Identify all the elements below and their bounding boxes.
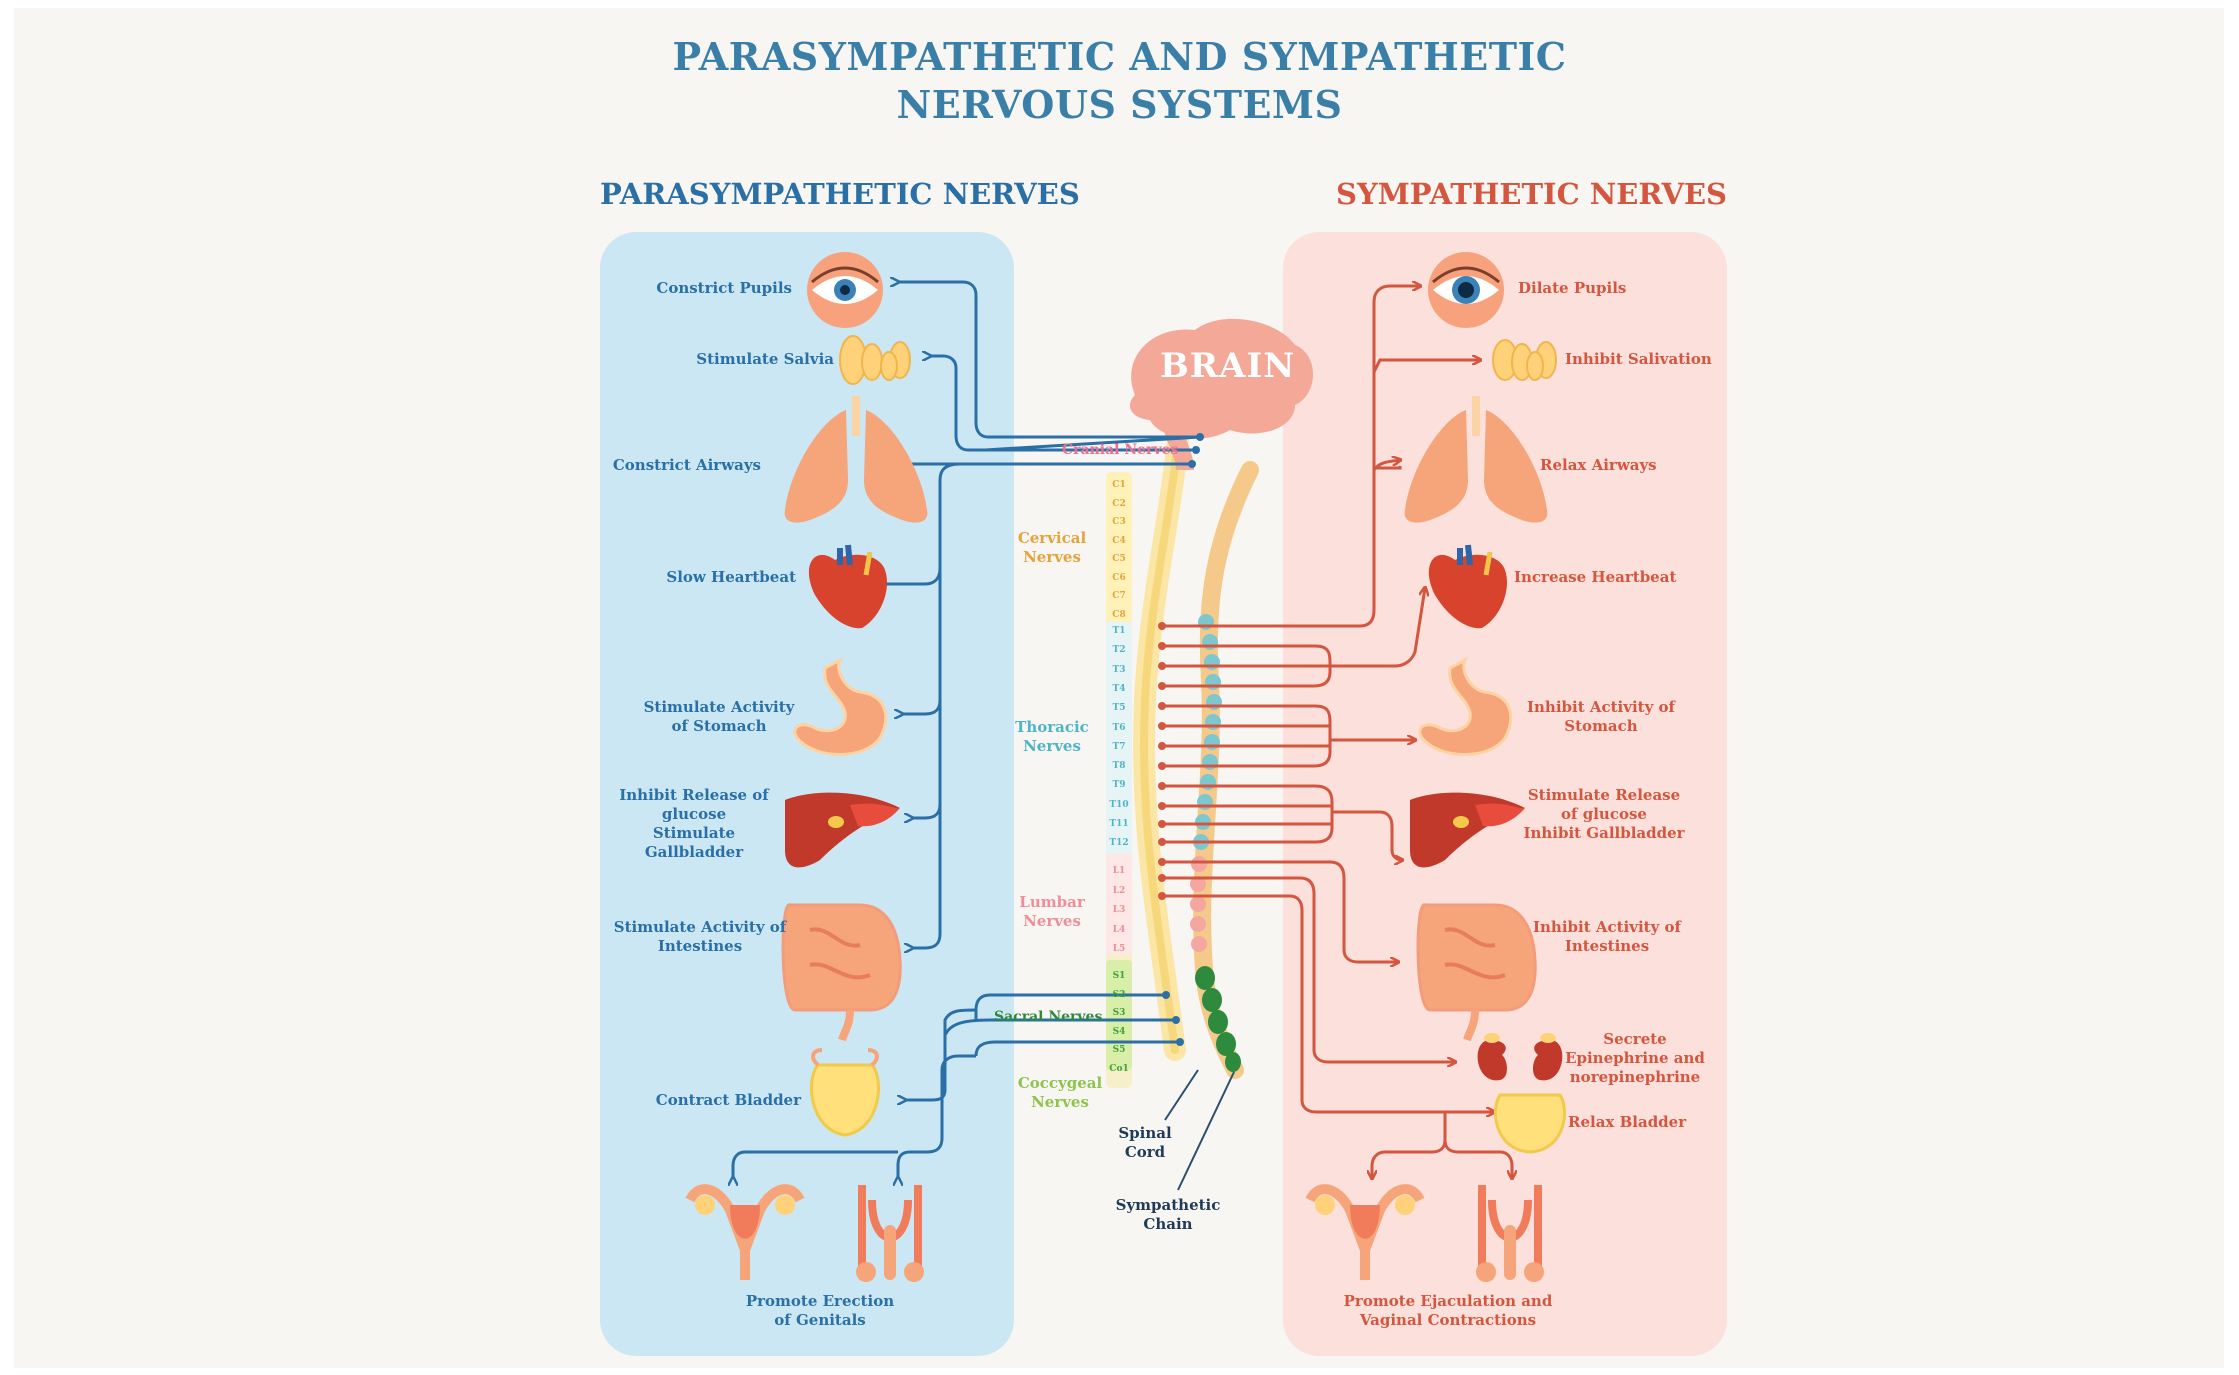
vertebra-label-t1: T1 (1107, 622, 1131, 641)
vertebra-label-t8: T8 (1107, 757, 1131, 776)
heart-icon (809, 545, 887, 628)
vertebra-label-c4: C4 (1107, 532, 1131, 551)
vertebra-label-t3: T3 (1107, 661, 1131, 680)
male-reproductive-icon-left (856, 1185, 924, 1282)
label-dilate-pupils: Dilate Pupils (1518, 279, 1626, 298)
liver-icon (1410, 793, 1525, 868)
label-sacral-nerves: Sacral Nerves (994, 1008, 1102, 1027)
adrenal-kidneys-icon (1478, 1033, 1563, 1080)
eye-icon (1428, 252, 1504, 328)
liver-icon (785, 793, 900, 868)
vertebra-label-s4: S4 (1107, 1023, 1131, 1042)
label-inhibit-stomach: Inhibit Activity of Stomach (1522, 698, 1680, 736)
vertebra-label-t7: T7 (1107, 738, 1131, 757)
stomach-icon (1420, 660, 1511, 755)
label-stimulate-glucose: Stimulate Release of glucose Inhibit Gal… (1518, 786, 1690, 843)
female-reproductive-icon-right (1310, 1189, 1420, 1280)
sympathetic-chain-pointer (1178, 1072, 1234, 1190)
bladder-icon (1495, 1095, 1564, 1152)
label-stimulate-intestines: Stimulate Activity of Intestines (612, 918, 788, 956)
label-promote-ejaculation: Promote Ejaculation and Vaginal Contract… (1328, 1292, 1568, 1330)
vertebra-label-l5: L5 (1107, 940, 1131, 959)
vertebra-label-s1: S1 (1107, 967, 1131, 986)
label-promote-erection: Promote Erection of Genitals (736, 1292, 904, 1330)
vertebra-label-t10: T10 (1107, 796, 1131, 815)
vertebra-label-s5: S5 (1107, 1041, 1131, 1060)
vertebra-label-c2: C2 (1107, 495, 1131, 514)
spinal-cord-pointer (1165, 1070, 1198, 1120)
salivary-glands-icon (1493, 340, 1556, 380)
vertebra-label-c6: C6 (1107, 569, 1131, 588)
label-slow-heartbeat: Slow Heartbeat (666, 568, 796, 587)
vertebra-label-t11: T11 (1107, 815, 1131, 834)
vertebra-label-t6: T6 (1107, 719, 1131, 738)
salivary-glands-icon (840, 336, 910, 384)
label-secrete-epinephrine: Secrete Epinephrine and norepinephrine (1556, 1030, 1714, 1087)
lungs-icon (1405, 396, 1548, 523)
label-constrict-airways: Constrict Airways (613, 456, 761, 475)
intestines-icon (783, 905, 900, 1040)
chain-ganglia-sacral (1195, 966, 1241, 1072)
label-sympathetic-chain: Sympathetic Chain (1110, 1196, 1226, 1234)
vertebra-label-t12: T12 (1107, 834, 1131, 853)
stomach-icon (795, 660, 886, 755)
vertebra-label-l4: L4 (1107, 921, 1131, 940)
vertebra-label-s2: S2 (1107, 986, 1131, 1005)
label-cervical-nerves: Cervical Nerves (1010, 529, 1094, 567)
label-stimulate-salvia: Stimulate Salvia (696, 350, 834, 369)
vertebra-label-l1: L1 (1107, 862, 1131, 881)
label-relax-airways: Relax Airways (1540, 456, 1657, 475)
vertebra-label-t9: T9 (1107, 776, 1131, 795)
brain-label: BRAIN (1160, 346, 1295, 386)
label-spinal-cord: Spinal Cord (1110, 1124, 1180, 1162)
vertebra-label-t2: T2 (1107, 641, 1131, 660)
label-inhibit-intestines: Inhibit Activity of Intestines (1528, 918, 1686, 956)
intestines-icon (1418, 905, 1535, 1040)
bladder-icon (811, 1050, 878, 1135)
label-relax-bladder: Relax Bladder (1568, 1113, 1686, 1132)
label-thoracic-nerves: Thoracic Nerves (1010, 718, 1094, 756)
vertebra-label-c7: C7 (1107, 587, 1131, 606)
label-constrict-pupils: Constrict Pupils (656, 279, 792, 298)
vertebra-label-t4: T4 (1107, 680, 1131, 699)
label-contract-bladder: Contract Bladder (656, 1091, 801, 1110)
lungs-icon (785, 396, 928, 523)
male-reproductive-icon-right (1476, 1185, 1544, 1282)
vertebra-label-l3: L3 (1107, 901, 1131, 920)
label-stimulate-stomach: Stimulate Activity of Stomach (640, 698, 798, 736)
vertebra-label-t5: T5 (1107, 699, 1131, 718)
vertebra-label-s3: S3 (1107, 1004, 1131, 1023)
eye-icon (807, 252, 883, 328)
label-increase-heartbeat: Increase Heartbeat (1514, 568, 1676, 587)
vertebra-label-l2: L2 (1107, 882, 1131, 901)
label-inhibit-glucose: Inhibit Release of glucose Stimulate Gal… (605, 786, 783, 862)
female-reproductive-icon-left (690, 1189, 800, 1280)
vertebra-label-c5: C5 (1107, 550, 1131, 569)
heart-icon (1429, 545, 1507, 628)
label-coccygeal-nerves: Coccygeal Nerves (1014, 1074, 1106, 1112)
label-cranial-nerves: Cranial Nerves (1062, 441, 1178, 460)
vertebra-label-c3: C3 (1107, 513, 1131, 532)
vertebra-label-c1: C1 (1107, 476, 1131, 495)
label-inhibit-salivation: Inhibit Salivation (1565, 350, 1712, 369)
vertebra-label-co1: Co1 (1107, 1060, 1131, 1079)
label-lumbar-nerves: Lumbar Nerves (1010, 893, 1094, 931)
